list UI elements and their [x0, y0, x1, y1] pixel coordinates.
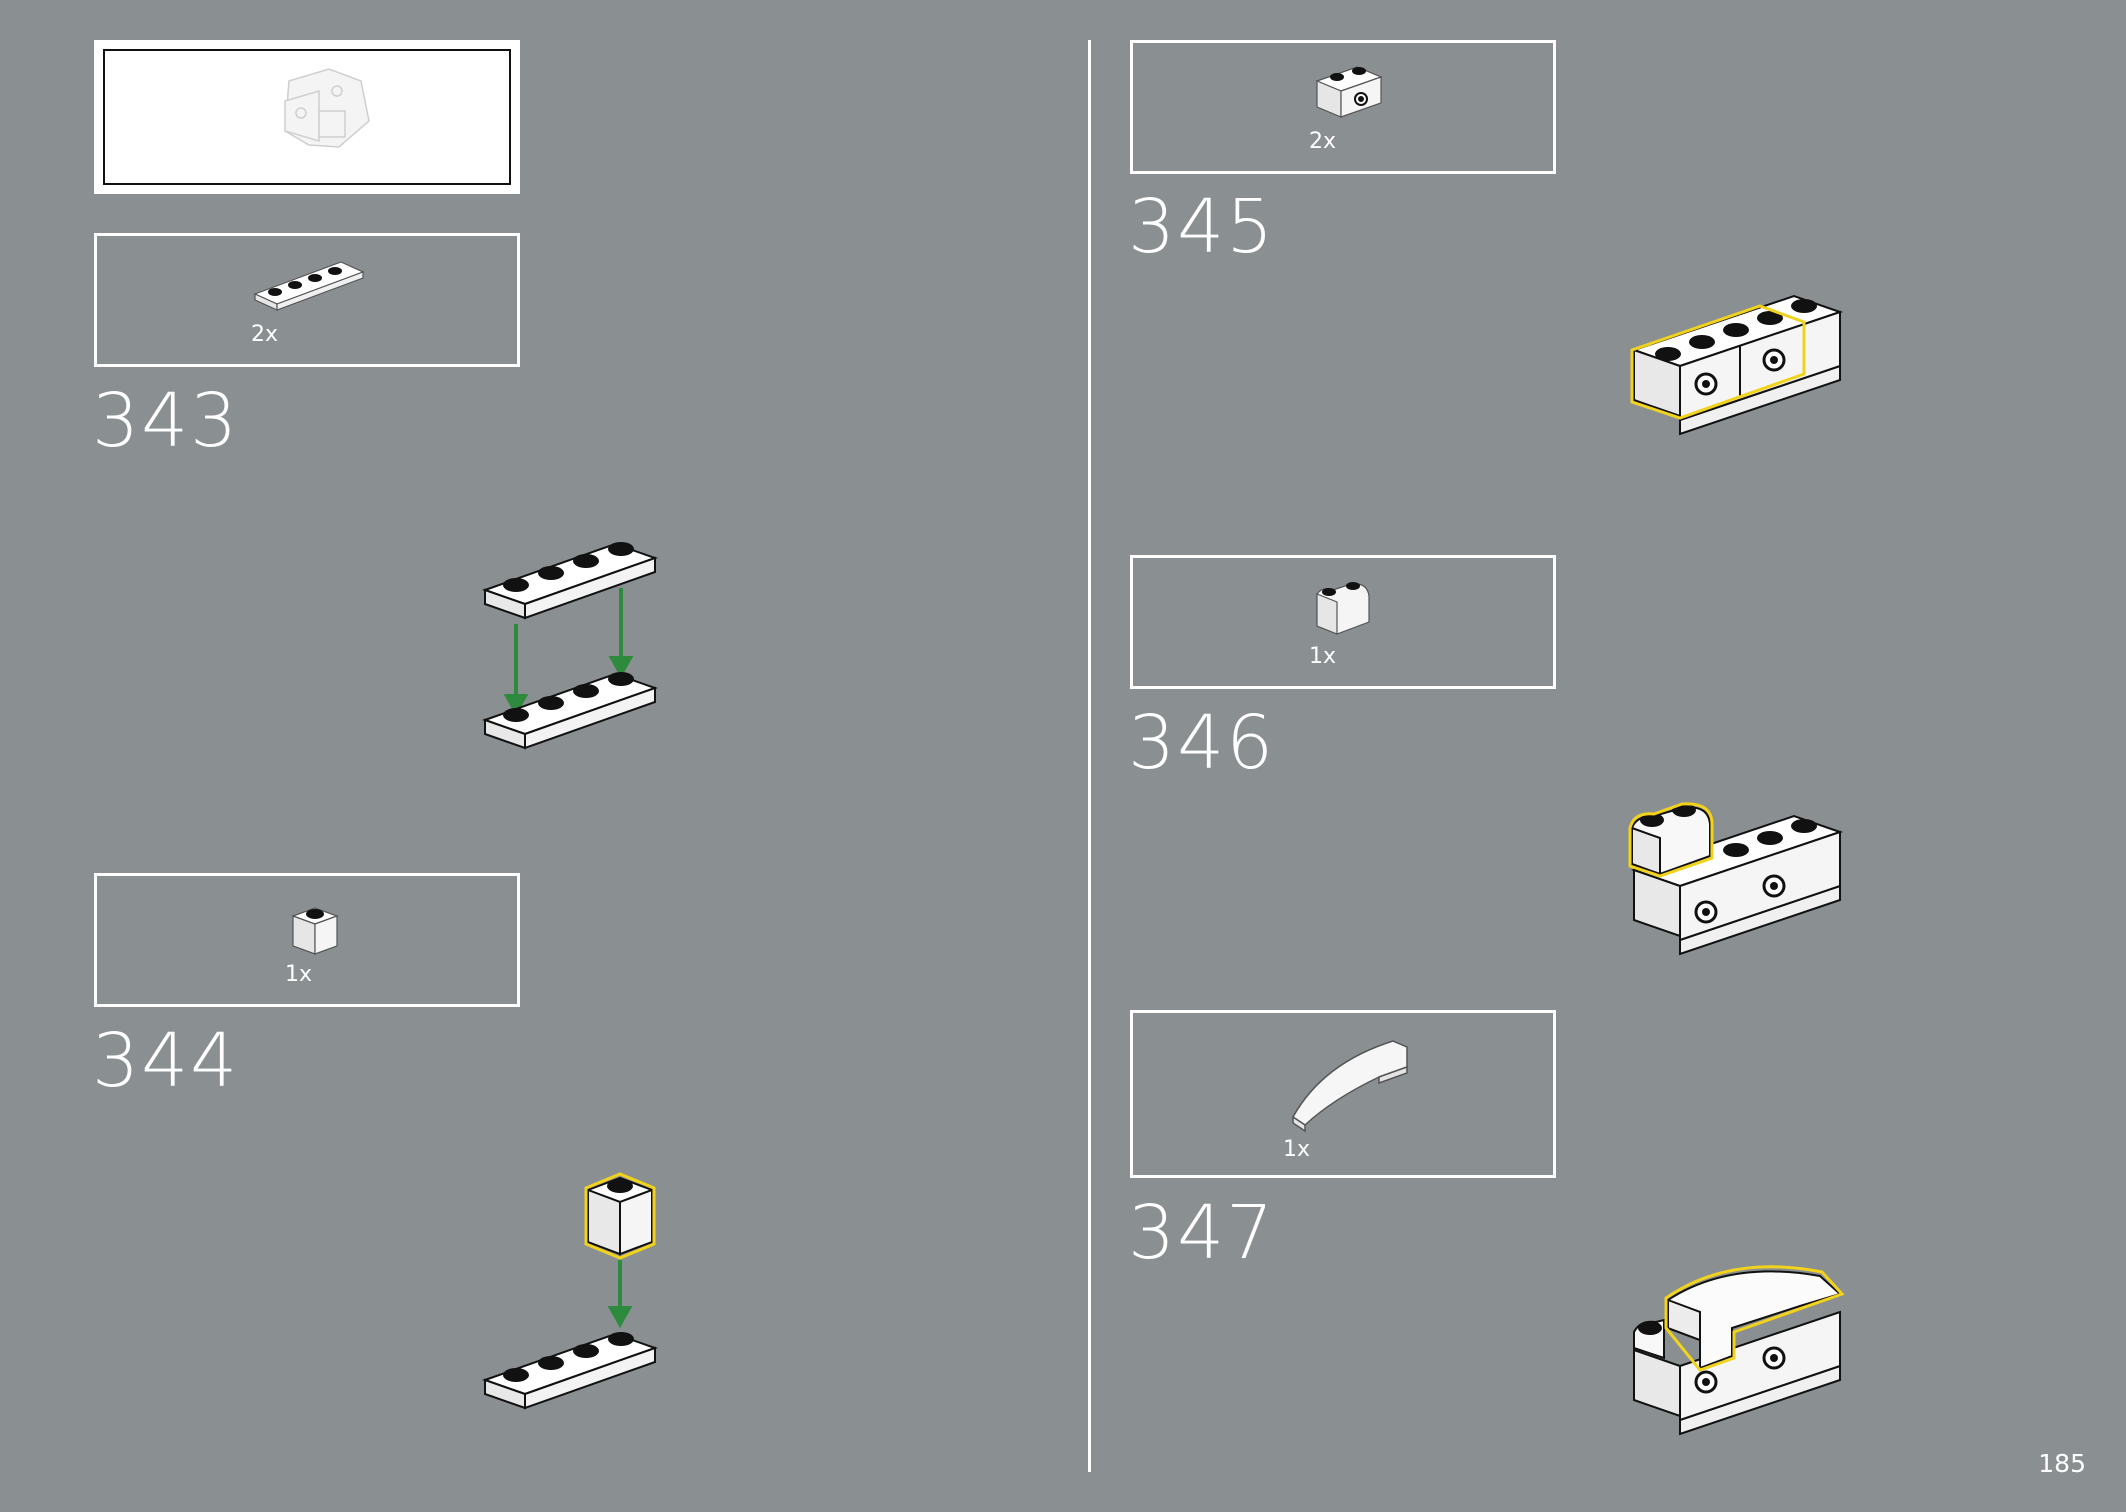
placement-arrow [503, 588, 634, 717]
quantity-label: 2x [1309, 129, 1337, 154]
submodel-preview-frame [103, 49, 511, 185]
step-345-illustration [1630, 294, 1844, 436]
quantity-label: 1x [1283, 1137, 1311, 1162]
curved-slope-icon [1292, 1040, 1408, 1133]
column-divider [1088, 40, 1091, 1472]
step-number-346: 346 [1128, 700, 1276, 786]
quantity-label: 1x [1309, 644, 1337, 669]
step-number-344: 344 [92, 1018, 240, 1104]
step-number-347: 347 [1128, 1190, 1276, 1276]
plate-1x4-top [481, 542, 659, 620]
quantity-label: 1x [285, 962, 313, 987]
plate-1x4-bottom [481, 672, 659, 750]
parts-list-box-347: 1x [1130, 1010, 1556, 1178]
parts-list-box-344: 1x [94, 873, 520, 1007]
parts-list-box-345: 2x [1130, 40, 1556, 174]
parts-list-box-343: 2x [94, 233, 520, 367]
rounded-brick-1x2-icon [1316, 582, 1370, 635]
submodel-preview-icon [284, 68, 370, 148]
placement-arrow [607, 1260, 633, 1329]
highlight-outline [1630, 304, 1806, 420]
rounded-brick-highlighted [1628, 802, 1714, 878]
brick-1x1-icon [291, 907, 339, 955]
step-number-343: 343 [92, 378, 240, 464]
step-number-345: 345 [1128, 184, 1276, 270]
submodel-preview-box [94, 40, 520, 194]
step-346-illustration [1628, 802, 1844, 956]
step-343-illustration [481, 542, 659, 750]
brick-1x1-highlighted [584, 1172, 656, 1260]
plate-1x4-icon [253, 261, 365, 311]
step-347-illustration [1633, 1265, 1845, 1436]
step-344-illustration [481, 1172, 659, 1410]
plate-1x4-base [481, 1332, 659, 1410]
parts-list-box-346: 1x [1130, 555, 1556, 689]
page-number: 185 [2038, 1449, 2086, 1478]
curved-slope-highlighted [1664, 1265, 1845, 1372]
technic-brick-1x2-icon [1315, 66, 1383, 118]
quantity-label: 2x [251, 322, 279, 347]
